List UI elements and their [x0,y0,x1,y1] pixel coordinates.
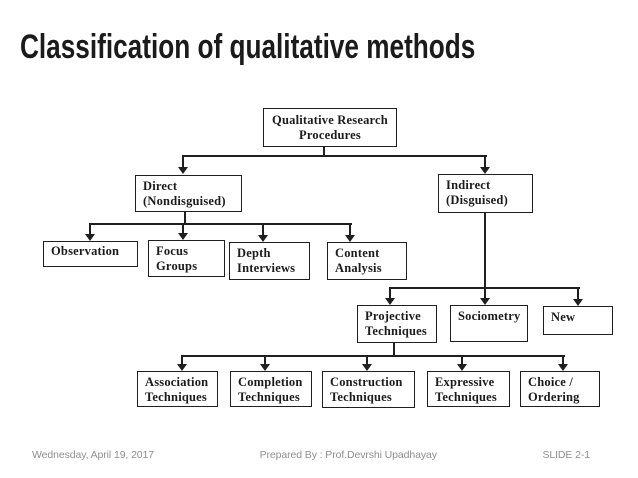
connector-arrow-down [573,287,583,306]
node-indirect-disguised: Indirect (Disguised) [438,174,533,213]
slide-footer: Wednesday, April 19, 2017 Prepared By : … [0,449,638,461]
node-sociometry: Sociometry [450,305,528,342]
node-qualitative-research-procedures: Qualitative Research Procedures [263,108,397,147]
connector-arrow-down [385,287,395,305]
connector-line [181,355,565,357]
connector-line [393,343,395,357]
connector-line [90,223,352,225]
slide-title: Classification of qualitative methods [20,28,476,66]
connector-arrow-down [260,355,270,371]
connector-line [184,212,186,225]
connector-arrow-down [480,287,490,305]
connector-arrow-down [345,223,355,242]
node-association-techniques: Association Techniques [137,371,218,407]
connector-arrow-down [480,155,490,174]
footer-slide-number: SLIDE 2-1 [542,449,590,461]
node-content-analysis: Content Analysis [327,242,407,280]
node-depth-interviews: Depth Interviews [229,242,310,280]
connector-arrow-down [85,223,95,241]
connector-arrow-down [457,355,467,371]
connector-line [484,213,486,289]
node-observation: Observation [43,241,138,267]
connector-arrow-down [258,223,268,242]
connector-arrow-down [558,355,568,371]
connector-line [183,155,487,157]
footer-prepared-by: Prepared By : Prof.Devrshi Upadhayay [259,449,437,461]
node-direct-nondisguised: Direct (Nondisguised) [135,175,242,212]
node-focus-groups: Focus Groups [148,240,225,277]
node-projective-techniques: Projective Techniques [357,305,437,343]
node-completion-techniques: Completion Techniques [230,371,312,407]
node-expressive-techniques: Expressive Techniques [427,371,510,407]
footer-date: Wednesday, April 19, 2017 [32,449,155,461]
connector-arrow-down [177,355,187,371]
node-choice-ordering: Choice / Ordering [520,371,600,407]
node-new: New [543,306,613,335]
connector-arrow-down [178,155,188,174]
connector-arrow-down [178,223,188,240]
connector-arrow-down [362,355,372,371]
node-construction-techniques: Construction Techniques [322,371,415,408]
connector-line [323,147,325,157]
